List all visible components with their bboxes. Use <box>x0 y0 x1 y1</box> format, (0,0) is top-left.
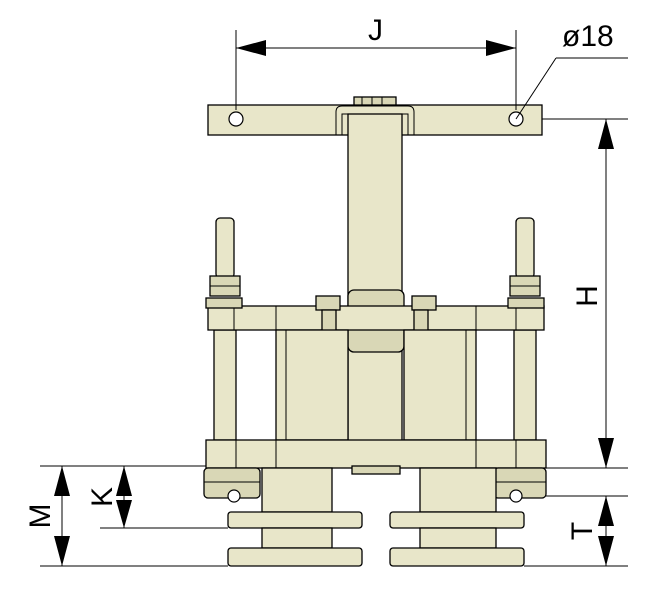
right-bottom-nut <box>493 467 547 503</box>
left-guide-rod <box>209 217 241 441</box>
diameter-callout: ø18 <box>515 20 628 120</box>
dimension-k-label: K <box>86 487 119 507</box>
middle-plate <box>205 295 545 351</box>
left-bottom-nut <box>203 467 261 503</box>
dimension-t: T <box>524 495 628 567</box>
dimension-t-label: T <box>566 522 599 540</box>
dimension-j: J <box>235 14 517 110</box>
dimension-k: K <box>86 466 228 529</box>
right-guide-rod <box>509 217 541 441</box>
right-base-foot <box>389 467 525 567</box>
diameter-label: ø18 <box>562 20 614 53</box>
central-column <box>347 113 405 467</box>
dimension-j-label: J <box>368 14 383 47</box>
dimension-m: M <box>24 465 228 567</box>
dimension-m-label: M <box>24 504 57 529</box>
left-mounting-hole <box>228 111 244 127</box>
dimension-h-label: H <box>571 285 604 307</box>
dimension-h: H <box>542 118 628 469</box>
side-frame <box>275 329 477 441</box>
bottom-plate <box>205 439 547 475</box>
left-base-foot <box>227 467 363 567</box>
